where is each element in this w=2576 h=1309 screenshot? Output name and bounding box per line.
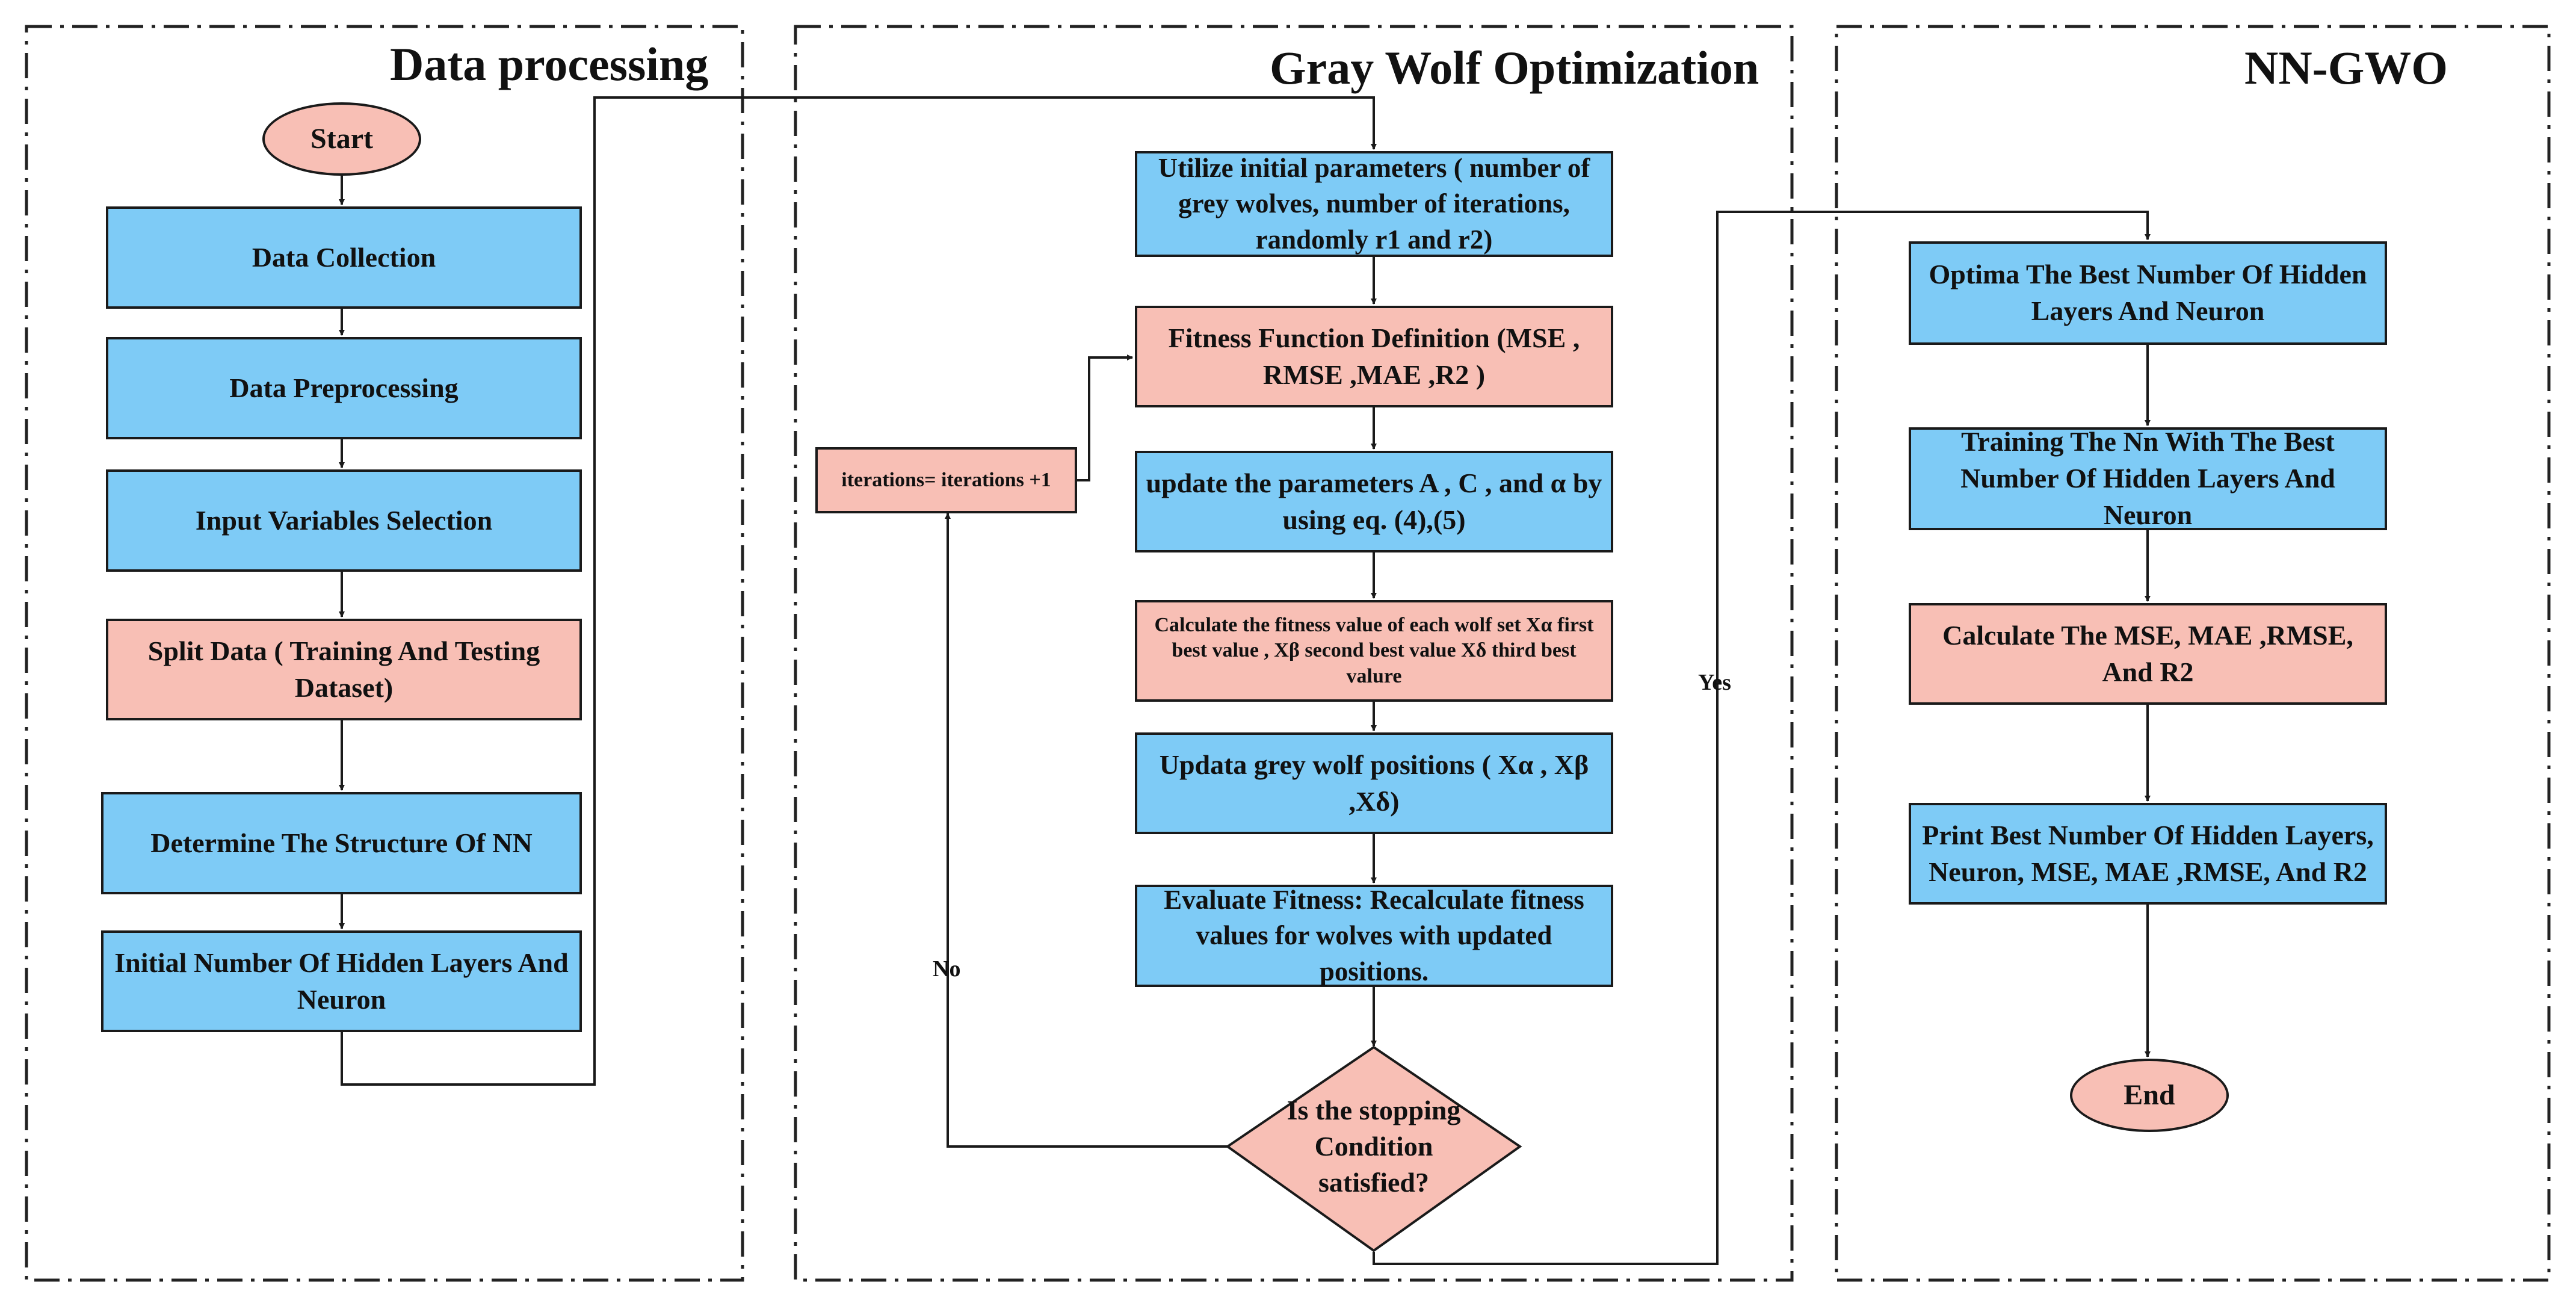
no-branch-label: No xyxy=(933,956,961,982)
split-data-step: Split Data ( Training And Testing Datase… xyxy=(106,619,582,720)
panel-border-gwo xyxy=(794,25,1794,1282)
yes-branch-label: Yes xyxy=(1698,670,1731,695)
training-nn-step: Training The Nn With The Best Number Of … xyxy=(1909,426,2387,530)
initial-hidden-layers-step: Initial Number Of Hidden Layers And Neur… xyxy=(101,930,582,1032)
end-terminal: End xyxy=(2070,1059,2229,1132)
decision-label: Is the stopping Condition satisfied? xyxy=(1286,1095,1461,1198)
panel-border-nngwo xyxy=(1835,25,2551,1282)
decision-diamond xyxy=(1225,1045,1522,1252)
input-variables-selection-step: Input Variables Selection xyxy=(106,469,582,572)
panel-title-gwo: Gray Wolf Optimization xyxy=(1270,42,1759,94)
print-results-step: Print Best Number Of Hidden Layers, Neur… xyxy=(1909,803,2387,905)
calculate-metrics-step: Calculate The MSE, MAE ,RMSE, And R2 xyxy=(1909,603,2387,705)
initial-parameters-step: Utilize initial parameters ( number of g… xyxy=(1135,151,1613,257)
data-collection-step: Data Collection xyxy=(106,206,582,309)
evaluate-fitness-step: Evaluate Fitness: Recalculate fitness va… xyxy=(1135,885,1613,987)
start-terminal: Start xyxy=(262,102,421,176)
iterations-increment-step: iterations= iterations +1 xyxy=(815,447,1077,513)
fitness-function-definition-step: Fitness Function Definition (MSE , RMSE … xyxy=(1135,306,1613,407)
panel-border-data-processing xyxy=(25,25,744,1282)
update-parameters-step: update the parameters A , C , and α by u… xyxy=(1135,451,1613,552)
panel-title-data-processing: Data processing xyxy=(390,38,709,90)
update-wolf-positions-step: Updata grey wolf positions ( Xα , Xβ ,Xδ… xyxy=(1135,732,1613,834)
data-preprocessing-step: Data Preprocessing xyxy=(106,337,582,439)
panel-title-nngwo: NN-GWO xyxy=(2244,42,2448,94)
calculate-fitness-step: Calculate the fitness value of each wolf… xyxy=(1135,600,1613,702)
optima-hidden-layers-step: Optima The Best Number Of Hidden Layers … xyxy=(1909,241,2387,345)
nn-structure-step: Determine The Structure Of NN xyxy=(101,792,582,894)
